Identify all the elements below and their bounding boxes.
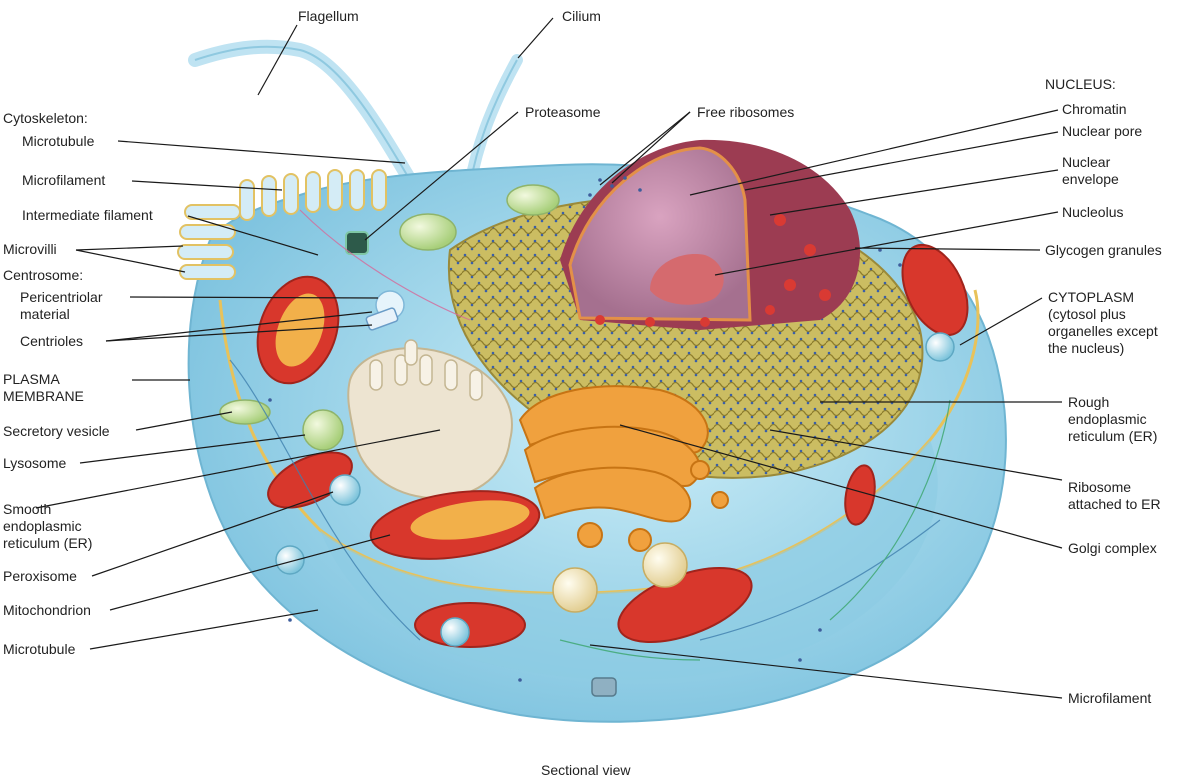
peroxisome-shape	[329, 474, 361, 506]
label-pericentriolar-material: Pericentriolar material	[20, 289, 103, 322]
label-golgi-complex: Golgi complex	[1068, 540, 1157, 556]
secretory-vesicle-shape	[219, 399, 271, 425]
label-free-ribosomes: Free ribosomes	[697, 104, 795, 120]
centrosome-shape	[365, 290, 405, 331]
label-microtubule-top: Microtubule	[22, 133, 95, 149]
label-nuclear-envelope: Nuclear envelope	[1062, 154, 1119, 187]
label-microfilament-bottom: Microfilament	[1068, 690, 1152, 706]
label-peroxisome: Peroxisome	[3, 568, 77, 584]
vesicle-top-2	[506, 184, 560, 216]
label-smooth-er: Smooth endoplasmic reticulum (ER)	[3, 501, 93, 551]
label-nuclear-pore: Nuclear pore	[1062, 123, 1143, 139]
free-ribosomes-dots	[268, 176, 902, 682]
microtubule-fragment	[591, 677, 617, 697]
label-ribosome-attached: Ribosome attached to ER	[1068, 479, 1161, 512]
label-secretory-vesicle: Secretory vesicle	[3, 423, 110, 439]
label-mitochondrion: Mitochondrion	[3, 602, 91, 618]
label-chromatin: Chromatin	[1062, 101, 1127, 117]
label-microvilli: Microvilli	[3, 241, 57, 257]
label-centrioles: Centrioles	[20, 333, 84, 349]
cytoskeleton-strands	[229, 209, 951, 661]
vesicle-top	[399, 213, 457, 251]
leader-lines	[35, 17, 1063, 699]
label-nucleolus: Nucleolus	[1062, 204, 1124, 220]
microvilli-shape	[177, 169, 387, 280]
label-microfilament-top: Microfilament	[22, 172, 106, 188]
label-proteasome: Proteasome	[525, 104, 601, 120]
label-nucleus-heading: NUCLEUS:	[1045, 76, 1116, 92]
label-rough-er: Rough endoplasmic reticulum (ER)	[1068, 394, 1158, 444]
flagellum-shape	[188, 39, 417, 187]
label-lysosome: Lysosome	[3, 455, 67, 471]
label-cytoplasm: CYTOPLASM (cytosol plus organelles excep…	[1048, 289, 1158, 356]
label-cilium: Cilium	[562, 8, 601, 24]
caption: Sectional view	[541, 762, 631, 778]
label-microtubule-bottom: Microtubule	[3, 641, 76, 657]
label-centrosome-heading: Centrosome:	[3, 267, 84, 283]
label-intermediate-filament: Intermediate filament	[22, 207, 153, 223]
label-cytoskeleton-heading: Cytoskeleton:	[3, 110, 88, 126]
label-glycogen-granules: Glycogen granules	[1045, 242, 1162, 258]
cilium-shape	[464, 54, 523, 191]
label-flagellum: Flagellum	[298, 8, 359, 24]
proteasome-shape	[345, 231, 369, 255]
lysosome-shape	[302, 409, 344, 451]
label-plasma-membrane: PLASMA MEMBRANE	[3, 371, 84, 404]
